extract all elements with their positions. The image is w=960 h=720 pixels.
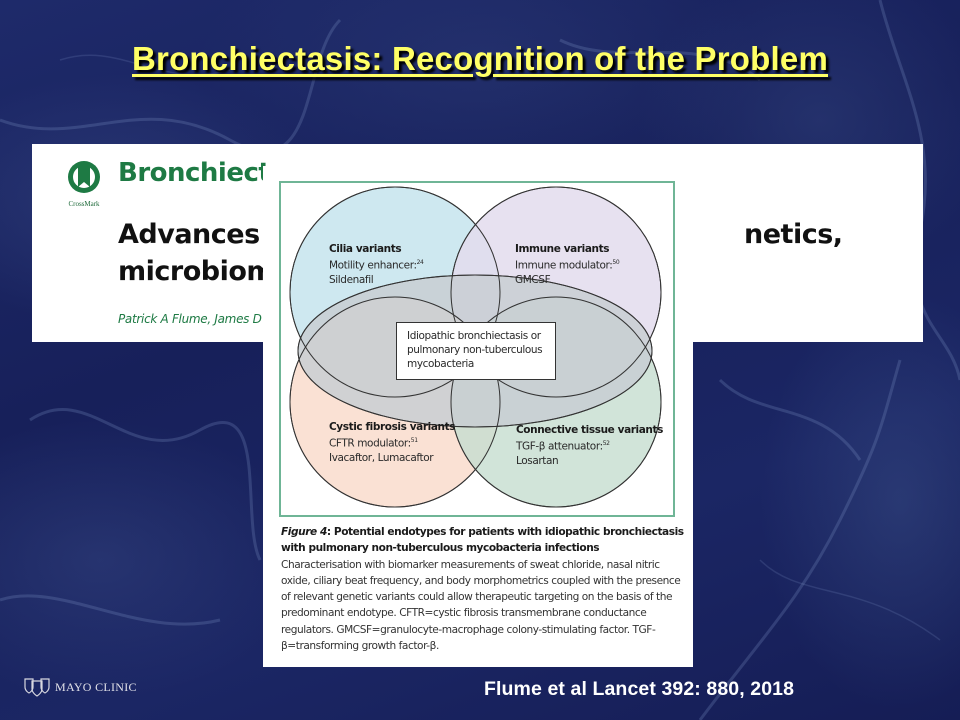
immune-treatment-class: Immune modulator: xyxy=(515,259,613,272)
connective-ref: 52 xyxy=(602,440,610,447)
figure-panel: Cilia variants Motility enhancer:24 Sild… xyxy=(263,166,693,667)
connective-variants-title: Connective tissue variants xyxy=(516,424,663,436)
cilia-ref: 24 xyxy=(416,259,424,266)
mayo-clinic-text: MAYO CLINIC xyxy=(55,679,137,694)
mayo-shield-icon xyxy=(24,678,50,697)
cilia-drug: Sildenafil xyxy=(329,273,374,286)
crossmark-icon xyxy=(68,161,100,193)
citation: Flume et al Lancet 392: 880, 2018 xyxy=(484,678,795,700)
mayo-clinic-logo: MAYO CLINIC xyxy=(24,677,137,697)
article-series-title: Bronchiecta xyxy=(118,158,288,188)
cilia-variants-label: Cilia variants Motility enhancer:24 Sild… xyxy=(329,242,424,287)
slide-title: Bronchiectasis: Recognition of the Probl… xyxy=(132,40,828,77)
cilia-variants-title: Cilia variants xyxy=(329,243,402,255)
caption-title-text: : Potential endotypes for patients with … xyxy=(281,526,684,555)
connective-tissue-variants-label: Connective tissue variants TGF-β attenua… xyxy=(516,423,663,468)
headline-right-fragment: netics, xyxy=(744,219,843,250)
cystic-drug: Ivacaftor, Lumacaftor xyxy=(329,451,434,464)
article-headline: Advances ir microbiom xyxy=(118,216,291,290)
caption-title: Figure 4: Potential endotypes for patien… xyxy=(281,526,684,554)
caption-figure-number: Figure 4 xyxy=(281,526,327,538)
immune-drug: GMCSF xyxy=(515,273,551,286)
headline-line-2: microbiom xyxy=(118,256,275,287)
caption-body: Characterisation with biomarker measurem… xyxy=(281,558,681,653)
connective-drug: Losartan xyxy=(516,454,559,467)
immune-variants-title: Immune variants xyxy=(515,243,610,255)
crossmark-label: CrossMark xyxy=(68,200,100,208)
cystic-treatment-class: CFTR modulator: xyxy=(329,437,411,450)
cilia-treatment-class: Motility enhancer: xyxy=(329,259,417,272)
figure-caption: Figure 4: Potential endotypes for patien… xyxy=(281,524,691,654)
cystic-variants-title: Cystic fibrosis variants xyxy=(329,421,456,433)
center-condition-box: Idiopathic bronchiectasis or pulmonary n… xyxy=(396,322,556,380)
cystic-ref: 51 xyxy=(410,437,418,444)
crossmark-logo: CrossMark xyxy=(67,160,101,208)
headline-line-1: Advances ir xyxy=(118,219,291,250)
immune-ref: 50 xyxy=(612,259,620,266)
immune-variants-label: Immune variants Immune modulator:50 GMCS… xyxy=(515,242,620,287)
connective-treatment-class: TGF-β attenuator: xyxy=(516,440,603,453)
venn-frame xyxy=(279,181,675,517)
article-authors: Patrick A Flume, James D C xyxy=(118,312,274,326)
cystic-fibrosis-variants-label: Cystic fibrosis variants CFTR modulator:… xyxy=(329,420,455,465)
